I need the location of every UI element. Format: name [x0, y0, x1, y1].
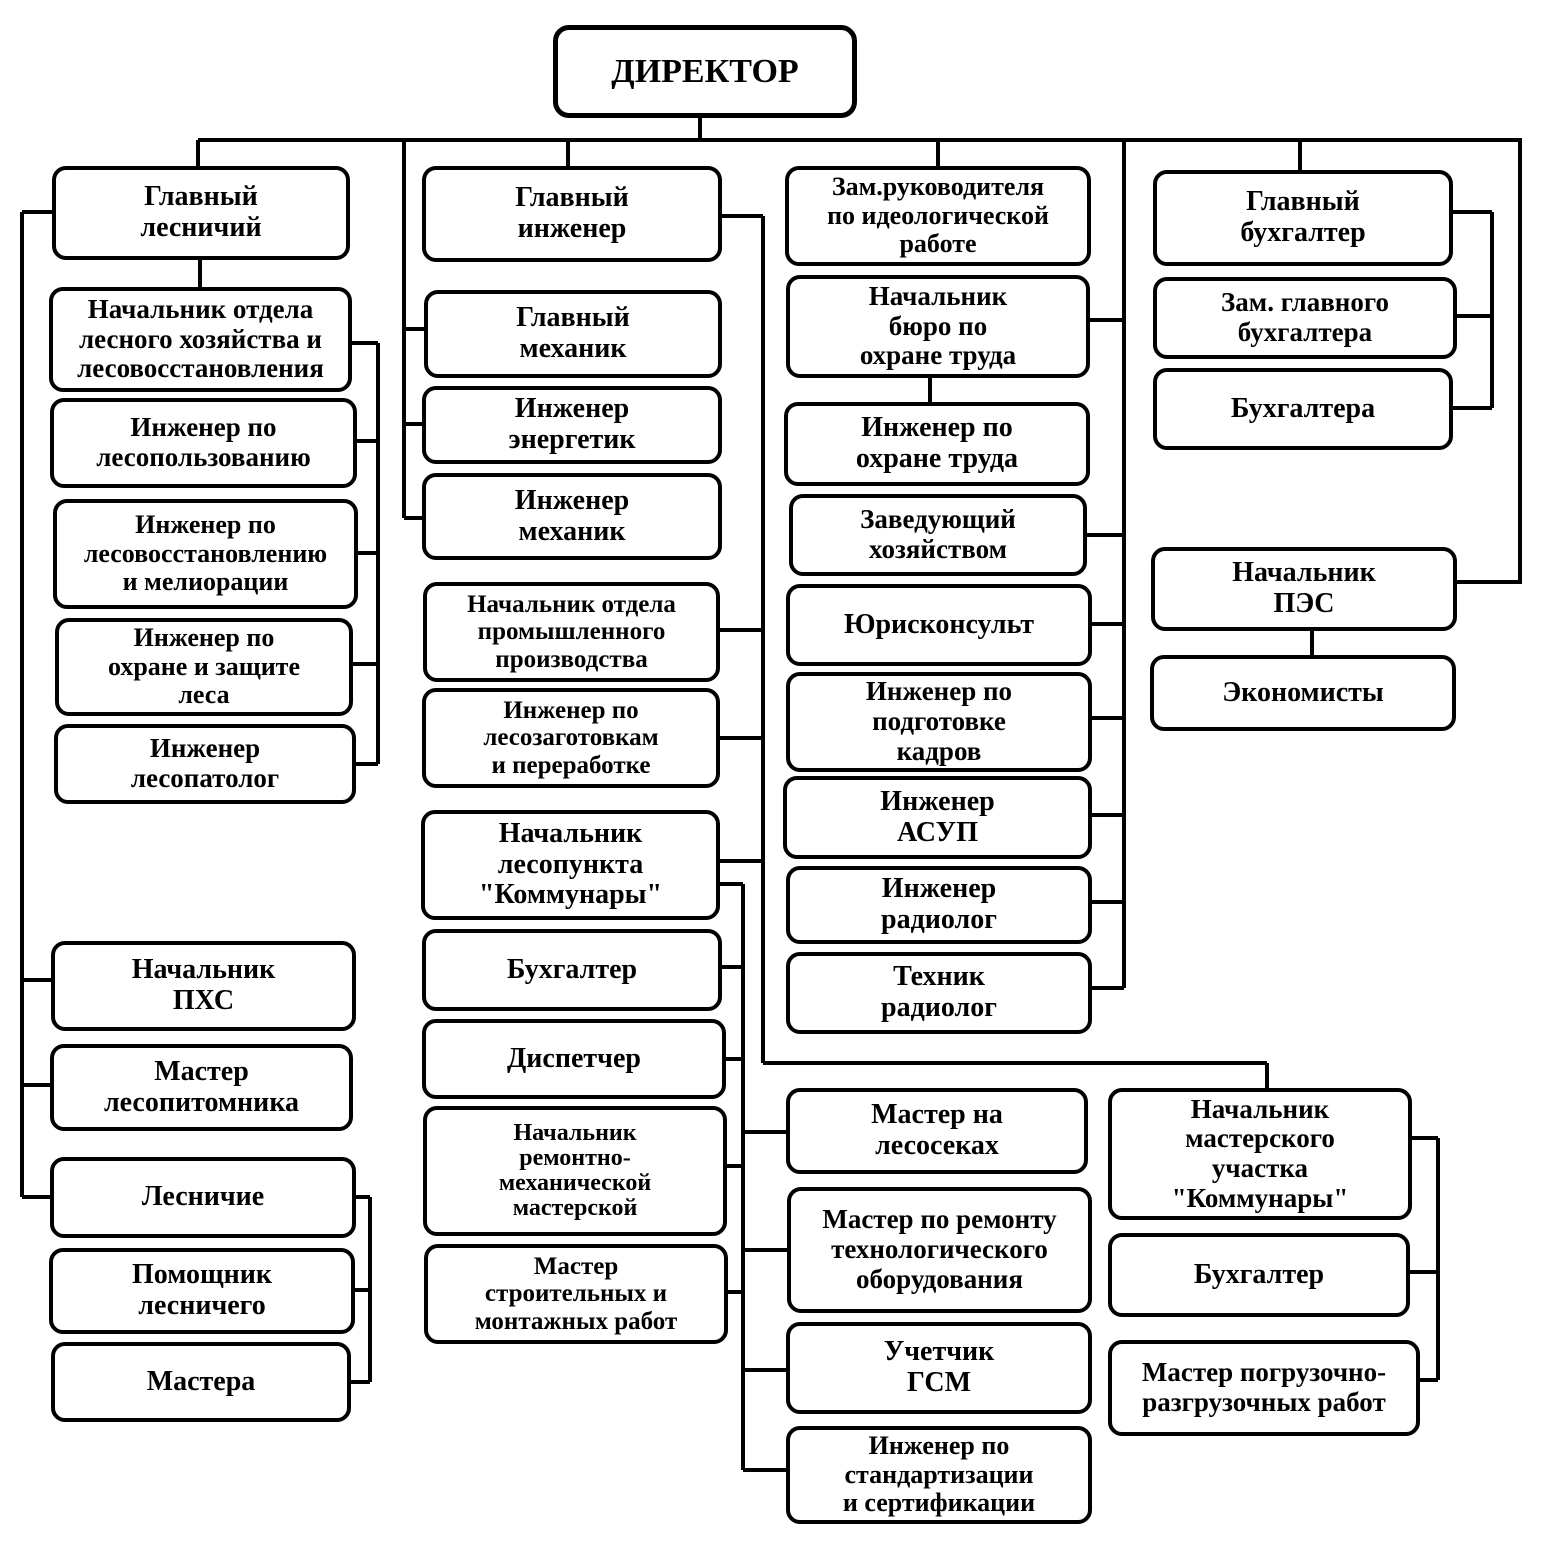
accountant-lespunkt-box: Бухгалтер — [422, 929, 722, 1011]
master-loading-box: Мастер погрузочно-разгрузочных работ — [1108, 1340, 1420, 1436]
accountant-workshop-box: Бухгалтер — [1108, 1233, 1410, 1317]
legal-label: Юрисконсульт — [843, 608, 1035, 640]
economists-box: Экономисты — [1150, 655, 1456, 731]
accountant-workshop-label: Бухгалтер — [1193, 1258, 1325, 1290]
accountant-lespunkt-label: Бухгалтер — [506, 953, 638, 985]
master-loading-label: Мастер погрузочно-разгрузочных работ — [1141, 1357, 1387, 1417]
dispatcher-box: Диспетчер — [422, 1019, 726, 1099]
masters-box: Мастера — [51, 1342, 351, 1422]
accountants-box: Бухгалтера — [1153, 368, 1453, 450]
accountants-label: Бухгалтера — [1230, 392, 1376, 424]
director-box: ДИРЕКТОР — [553, 25, 857, 118]
economists-label: Экономисты — [1222, 676, 1384, 708]
legal-box: Юрисконсульт — [786, 584, 1092, 666]
foresters-label: Лесничие — [141, 1181, 265, 1213]
dispatcher-label: Диспетчер — [507, 1042, 641, 1074]
masters-label: Мастера — [146, 1365, 256, 1397]
director-label: ДИРЕКТОР — [611, 52, 799, 90]
foresters-box: Лесничие — [50, 1157, 356, 1238]
